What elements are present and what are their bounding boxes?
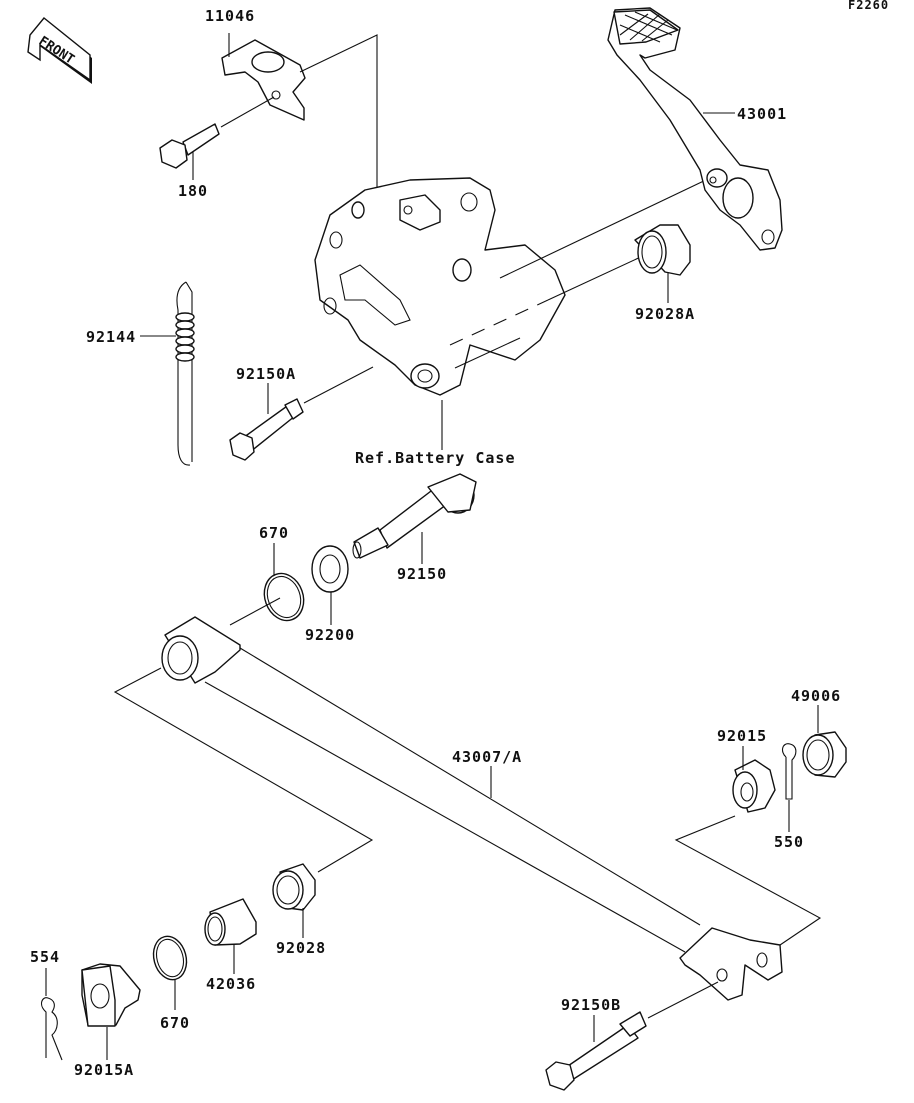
reference-note: Ref.Battery Case [355, 449, 516, 467]
part-92015A-spacer[interactable] [81, 963, 141, 1027]
label-180[interactable]: 180 [178, 182, 208, 200]
part-main-bracket [314, 177, 566, 396]
leader-bracket-link [299, 34, 378, 190]
label-92144[interactable]: 92144 [86, 328, 136, 346]
label-43007A[interactable]: 43007/A [452, 748, 522, 766]
label-92200[interactable]: 92200 [305, 626, 355, 644]
label-92028[interactable]: 92028 [276, 939, 326, 957]
axis-line-43001 [499, 177, 711, 279]
axis-line-92028A [547, 254, 646, 301]
part-550-cotter-pin[interactable] [781, 743, 797, 800]
part-554-hair-pin[interactable] [40, 997, 63, 1061]
label-92150A[interactable]: 92150A [236, 365, 296, 383]
figure-code: F2260 [848, 0, 889, 12]
part-180-bolt[interactable] [159, 123, 220, 169]
part-670-o-ring-upper[interactable] [258, 568, 310, 626]
front-arrow-icon: FRONT [27, 17, 92, 84]
label-670-lower[interactable]: 670 [160, 1014, 190, 1032]
label-11046[interactable]: 11046 [205, 7, 255, 25]
label-550[interactable]: 550 [774, 833, 804, 851]
label-92150B[interactable]: 92150B [561, 996, 621, 1014]
label-92015A[interactable]: 92015A [74, 1061, 134, 1079]
label-670-upper[interactable]: 670 [259, 524, 289, 542]
assembly-guide-right [674, 815, 822, 946]
part-92150A-bolt[interactable] [229, 398, 304, 461]
part-43001-brake-pedal[interactable] [607, 7, 783, 251]
label-42036[interactable]: 42036 [206, 975, 256, 993]
label-92015[interactable]: 92015 [717, 727, 767, 745]
part-42036-sleeve[interactable] [204, 898, 257, 946]
assembly-guide-left [113, 667, 374, 873]
part-49006-cap[interactable] [802, 731, 847, 778]
axis-line-92150B [647, 981, 719, 1019]
axis-line-92150A [303, 366, 374, 404]
part-43007A-brake-rod[interactable] [161, 616, 783, 1001]
part-92200-washer[interactable] [311, 545, 349, 593]
part-92150B-bolt[interactable] [545, 1011, 647, 1091]
label-554[interactable]: 554 [30, 948, 60, 966]
part-92028-bushing[interactable] [272, 863, 316, 911]
axis-line-bracket [454, 337, 521, 369]
hidden-axis-line [449, 299, 549, 346]
part-11046-bracket[interactable] [221, 39, 306, 121]
label-92150[interactable]: 92150 [397, 565, 447, 583]
label-92028A[interactable]: 92028A [635, 305, 695, 323]
part-92015-nut[interactable] [732, 759, 776, 813]
axis-line-670-upper [229, 597, 281, 626]
part-670-o-ring-lower[interactable] [149, 933, 191, 984]
axis-line-180 [220, 96, 275, 128]
label-43001[interactable]: 43001 [737, 105, 787, 123]
part-92150-shoulder-bolt[interactable] [352, 473, 477, 559]
label-49006[interactable]: 49006 [791, 687, 841, 705]
part-92028A-bushing[interactable] [634, 224, 691, 276]
part-92144-spring[interactable] [175, 281, 195, 466]
